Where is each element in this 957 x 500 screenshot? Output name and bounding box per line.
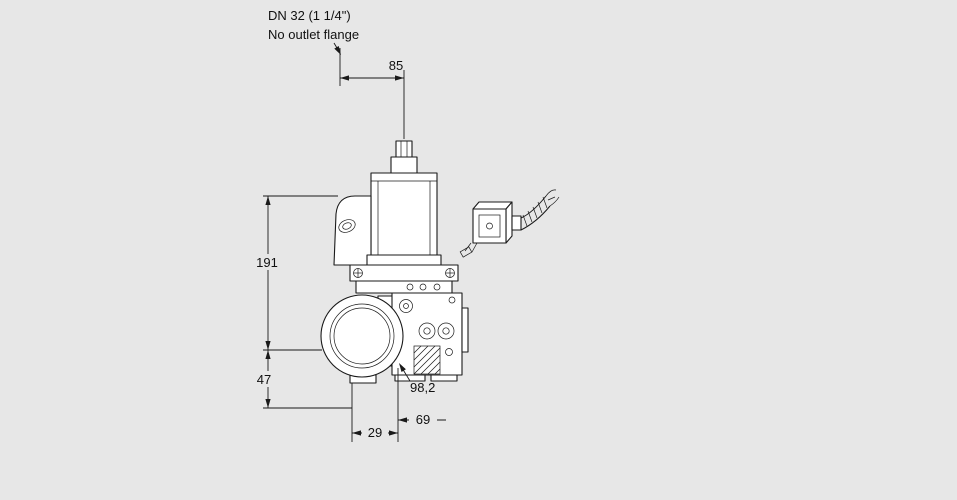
flange-outer-circle (320, 294, 404, 378)
note-leader (333, 42, 341, 55)
valve-top-plates (349, 264, 459, 294)
mounting-bracket (333, 195, 372, 266)
dim-98-2-label: 98,2 (410, 380, 435, 395)
flange-inner-circle (329, 303, 395, 369)
valve-assembly (320, 140, 560, 384)
dimension-69: 69 (398, 412, 446, 427)
valve-size-label: DN 32 (1 1/4") (268, 8, 351, 23)
dimension-29: 29 (351, 368, 399, 442)
outlet-note-label: No outlet flange (268, 27, 359, 42)
manual-actuator-cap (390, 140, 418, 175)
hatched-section (413, 345, 441, 375)
dim-191-label: 191 (256, 255, 278, 270)
body-details (399, 296, 456, 356)
cable-gland (511, 215, 522, 231)
dimension-85: 85 (339, 48, 405, 139)
dim-69-label: 69 (416, 412, 430, 427)
dim-85-label: 85 (389, 58, 403, 73)
dim-47-label: 47 (257, 372, 271, 387)
dimension-191: 191 (252, 195, 338, 351)
dimension-47: 47 (250, 350, 352, 409)
solenoid-coil (370, 172, 438, 266)
annotations: DN 32 (1 1/4") No outlet flange (268, 8, 359, 55)
dimensions: 85 191 47 29 (250, 48, 446, 442)
coil-flange (366, 254, 442, 266)
threaded-inlet-flange (320, 294, 404, 378)
flange-thread-circle (333, 307, 391, 365)
dimension-98-2: 98,2 (399, 363, 435, 395)
cable-plug-connector (459, 189, 560, 258)
dim-29-label: 29 (368, 425, 382, 440)
